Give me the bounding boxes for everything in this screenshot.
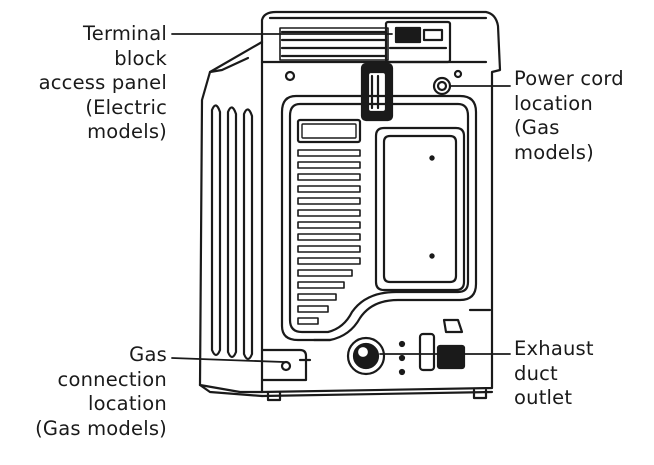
label-line: block — [114, 46, 167, 70]
label-line: models) — [514, 140, 594, 164]
label-line: Exhaust — [514, 337, 594, 360]
label-line: (Gas models) — [35, 416, 167, 440]
label-line: location — [514, 91, 593, 115]
gas-connection-label: Gas connection location (Gas models) — [35, 343, 167, 441]
gas-connection-leader — [171, 357, 285, 363]
label-line: connection — [57, 367, 167, 391]
label-line: models) — [87, 120, 167, 143]
label-line: Terminal — [82, 22, 167, 45]
label-line: access panel — [38, 71, 167, 94]
label-line: Power cord — [514, 67, 624, 90]
label-line: (Gas — [514, 116, 560, 139]
label-line: duct — [514, 361, 558, 385]
label-line: (Electric — [85, 95, 167, 119]
label-line: Gas — [129, 343, 167, 366]
label-line: outlet — [514, 386, 573, 409]
label-line: location — [88, 392, 167, 415]
terminal-block-access-panel — [360, 20, 452, 122]
cabinet-back-panel — [260, 10, 502, 402]
leader-lines — [171, 33, 511, 363]
cabinet-side-panel — [198, 40, 264, 398]
lower-rear-details — [260, 308, 492, 382]
terminal-block-label: Terminal block access panel (Electric mo… — [39, 22, 167, 145]
power-cord-label: Power cord location (Gas models) — [514, 67, 624, 165]
rear-embossed-panel — [280, 94, 478, 342]
exhaust-duct-label: Exhaust duct outlet — [514, 337, 594, 411]
rear-vent-slats — [297, 149, 361, 325]
